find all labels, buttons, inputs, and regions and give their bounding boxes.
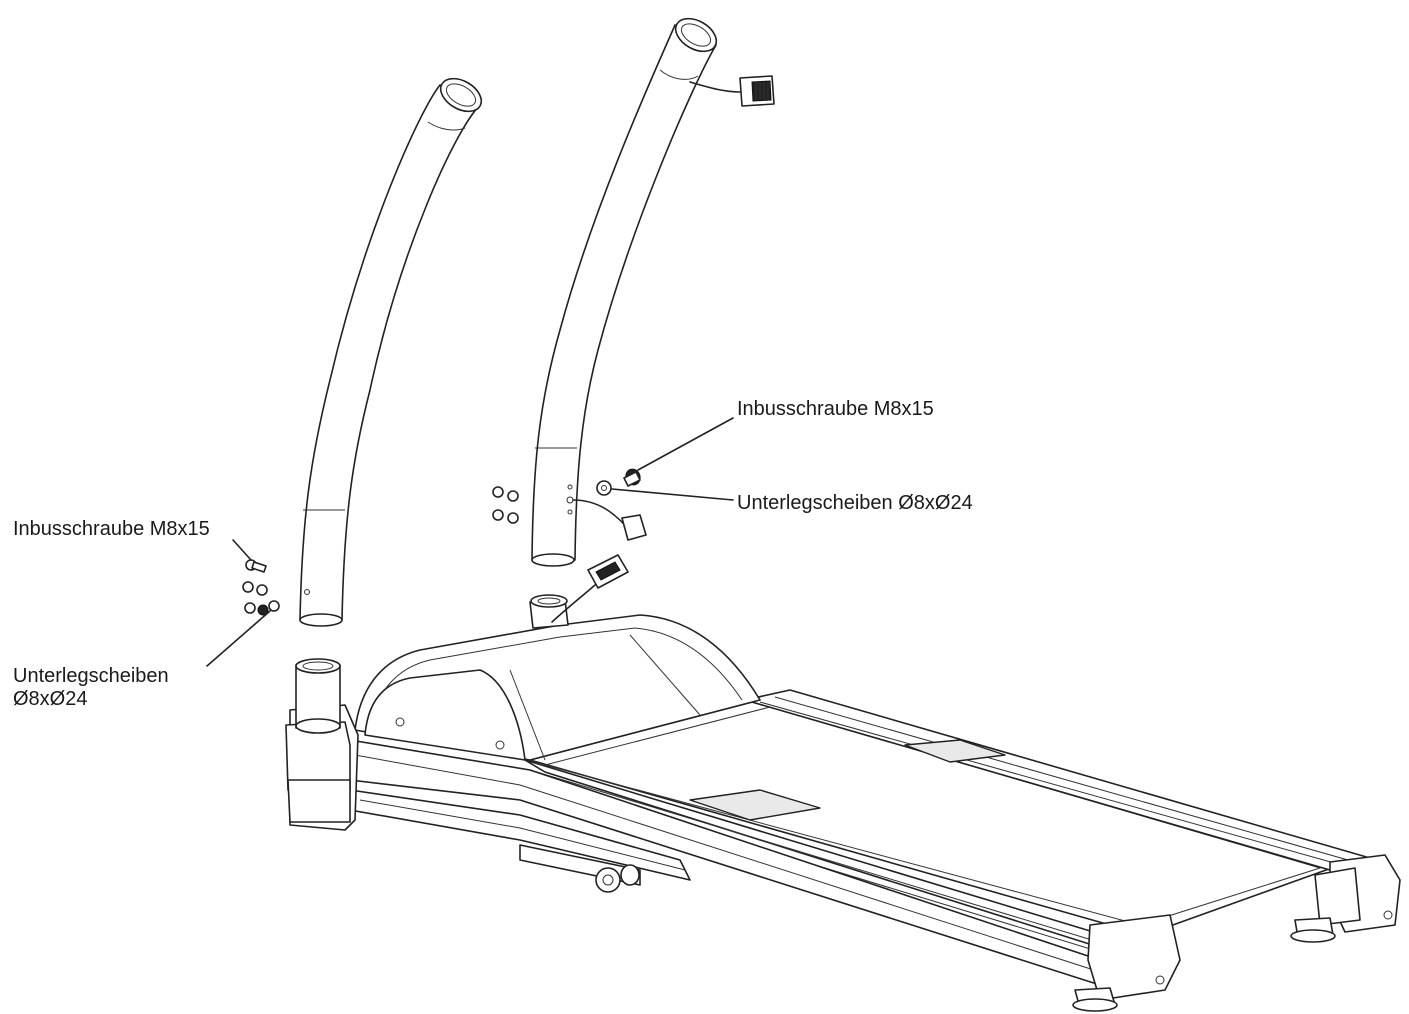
left-hardware [242,559,280,616]
right-hardware [492,468,641,524]
left-screw-label: Inbusschraube M8x15 [13,518,210,540]
right-screw-label: Inbusschraube M8x15 [737,398,934,420]
base-cable-connector [551,554,629,623]
left-washer-label-line1: Unterlegscheiben [13,665,169,687]
left-upright-base [285,658,359,831]
right-upright-socket [529,594,569,629]
right-upright-tube [531,17,718,567]
right-washer-label: Unterlegscheiben Ø8xØ24 [737,492,973,514]
left-upright-tube [299,77,483,627]
console-cable-connector [689,75,775,107]
left-washer-label-line2: Ø8xØ24 [13,688,88,710]
treadmill-deck [349,689,1401,1012]
motor-hood [349,614,761,893]
leader-lines [206,417,734,667]
sensor-cable-connector [572,499,647,541]
